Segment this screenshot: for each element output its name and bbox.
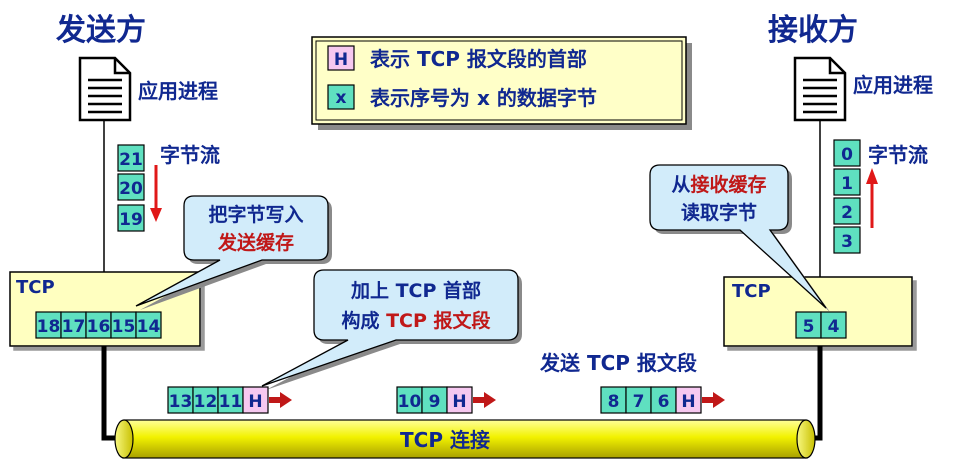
sender-stream-byte-label: 21 [119, 150, 143, 170]
segment-byte-label: 7 [633, 392, 645, 412]
segment-byte-label: 12 [194, 392, 218, 412]
sender-buffer-byte-label: 18 [37, 317, 61, 337]
legend-byte-symbol: x [336, 88, 347, 108]
sender-tcp-label: TCP [16, 277, 55, 298]
legend-byte-text: 表示序号为 x 的数据字节 [370, 86, 597, 110]
segment-byte-label: 10 [398, 392, 422, 412]
legend-header-text: 表示 TCP 报文段的首部 [370, 47, 587, 71]
segment-callout-line2: 构成 TCP 报文段 [341, 309, 491, 332]
segment-header [675, 386, 702, 414]
segment-byte-label: 8 [608, 392, 620, 412]
sender-buffer-byte [35, 311, 62, 339]
sender-stream-byte [117, 173, 145, 201]
sender-buffer-byte [110, 311, 137, 339]
sender-buffer-byte-label: 17 [62, 317, 86, 337]
legend-header-symbol: H [334, 50, 348, 70]
sender-byte-stream-label: 字节流 [160, 143, 220, 167]
tcp-segment: 10 9 H [396, 386, 496, 414]
tcp-connection-pipe: TCP 连接 [114, 419, 816, 459]
sender-buffer-byte [85, 311, 112, 339]
legend-byte-swatch [327, 84, 355, 110]
receiver-title: 接收方 [768, 13, 858, 48]
sender-app-label: 应用进程 [138, 79, 218, 103]
sender-document-icon [78, 56, 132, 122]
legend-header-swatch [327, 45, 355, 71]
receiver-buffer-byte-label: 4 [828, 317, 840, 337]
sender-buffer-byte-label: 16 [87, 317, 111, 337]
receiver-document-icon [793, 56, 847, 122]
receiver-stream-byte [833, 139, 861, 167]
legend: H 表示 TCP 报文段的首部 x 表示序号为 x 的数据字节 [311, 36, 692, 130]
receiver-buffer-byte [820, 311, 847, 339]
receiver-stream-byte-label: 1 [841, 174, 853, 194]
segment-header [242, 386, 269, 414]
segment-send-arrow-icon [269, 392, 292, 408]
segment-byte [396, 386, 423, 414]
receiver-callout-line2: 读取字节 [681, 201, 757, 224]
receiver-stream-up-arrow-icon [866, 168, 878, 228]
receiver-stream-byte [833, 197, 861, 225]
sender-buffer-byte [60, 311, 87, 339]
segment-send-arrow-icon [473, 392, 496, 408]
sender-buffer-byte-label: 14 [137, 317, 161, 337]
segment-byte [217, 386, 244, 414]
receiver-byte-stream: 0 1 2 3 [833, 139, 861, 254]
segment-header [446, 386, 473, 414]
segment-byte-label: 13 [169, 392, 193, 412]
segment-send-arrow-icon [702, 392, 725, 408]
sender-write-callout: 把字节写入 发送缓存 [135, 195, 332, 310]
segment-header-label: H [452, 392, 466, 412]
segment-build-callout: 加上 TCP 首部 构成 TCP 报文段 [261, 269, 522, 390]
receiver-read-callout: 从接收缓存 读取字节 [649, 164, 830, 312]
tcp-segment: 8 7 6 H [600, 386, 725, 414]
segment-header-label: H [248, 392, 262, 412]
segment-header-label: H [681, 392, 695, 412]
segment-byte-label: 11 [219, 392, 243, 412]
receiver-callout-line1: 从接收缓存 [671, 173, 766, 196]
sender-buffer-byte-label: 15 [112, 317, 136, 337]
receiver-app-label: 应用进程 [853, 73, 933, 97]
receiver-tcp-box: TCP 5 4 [723, 276, 913, 347]
sender-stream-byte-label: 19 [119, 210, 143, 230]
tcp-segment: 13 12 11 H [167, 386, 292, 414]
receiver-stream-byte-label: 2 [841, 203, 853, 223]
sender-stream-byte-label: 20 [119, 179, 143, 199]
sender-stream-byte [117, 144, 145, 172]
send-segment-label: 发送 TCP 报文段 [539, 351, 697, 375]
segment-callout-line1: 加上 TCP 首部 [350, 279, 481, 302]
receiver-stream-byte-label: 0 [841, 145, 853, 165]
sender-stream-down-arrow-icon [150, 165, 162, 222]
segment-byte-label: 6 [658, 392, 670, 412]
receiver-byte-stream-label: 字节流 [868, 143, 928, 167]
sender-tcp-box: TCP 18 17 16 15 14 [9, 271, 201, 347]
sender-callout-line1: 把字节写入 [208, 203, 303, 226]
segment-byte-label: 9 [429, 392, 441, 412]
segment-byte [192, 386, 219, 414]
tcp-connection-label: TCP 连接 [400, 428, 490, 452]
receiver-stream-byte-label: 3 [841, 232, 853, 252]
segment-byte [625, 386, 652, 414]
sender-callout-line2: 发送缓存 [217, 231, 294, 254]
segment-byte [421, 386, 448, 414]
receiver-tcp-label: TCP [732, 281, 771, 302]
receiver-stream-byte [833, 226, 861, 254]
sender-stream-byte [117, 204, 145, 232]
receiver-stream-byte [833, 168, 861, 196]
sender-buffer-byte [135, 311, 162, 339]
sender-title: 发送方 [55, 13, 146, 48]
sender-byte-stream: 21 20 19 [117, 144, 145, 232]
receiver-buffer-byte-label: 5 [803, 317, 815, 337]
